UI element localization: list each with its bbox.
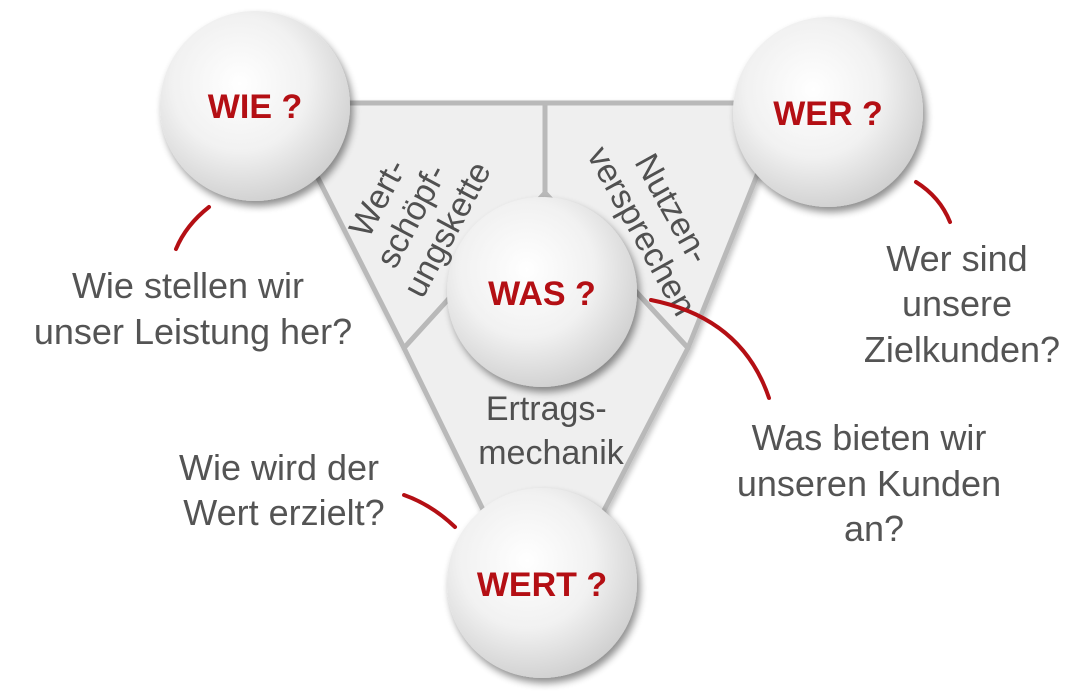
question-wie: Wie stellen wir unser Leistung her?	[34, 265, 352, 352]
circle-wie-label: WIE ?	[208, 88, 302, 126]
question-wer: Wer sind unsere Zielkunden?	[864, 238, 1060, 370]
circle-wie-shape	[160, 11, 350, 201]
circle-wert: WERT ?	[447, 488, 637, 678]
circle-was-shape	[447, 197, 637, 387]
circle-was: WAS ?	[447, 197, 637, 387]
connector-wie	[174, 205, 211, 251]
segment-label-ertragsmechanik: Ertrags- mechanik	[478, 390, 625, 472]
circle-wert-shape	[447, 488, 637, 678]
connector-wer	[914, 180, 952, 224]
connectors	[174, 180, 952, 529]
connector-wert	[402, 493, 457, 529]
circle-wie: WIE ?	[160, 11, 350, 201]
segment-label-wertschoepfungskette: Wert- schöpf- ungskette	[329, 120, 499, 304]
connector-was	[649, 298, 771, 400]
circle-wer-label: WER ?	[773, 95, 883, 133]
circle-was-label: WAS ?	[488, 275, 596, 313]
circle-wer: WER ?	[733, 17, 923, 207]
circle-wer-shape	[733, 17, 923, 207]
question-was: Was bieten wir unseren Kunden an?	[737, 417, 1011, 549]
circle-wert-label: WERT ?	[477, 566, 607, 604]
question-wert: Wie wird der Wert erzielt?	[179, 447, 389, 533]
